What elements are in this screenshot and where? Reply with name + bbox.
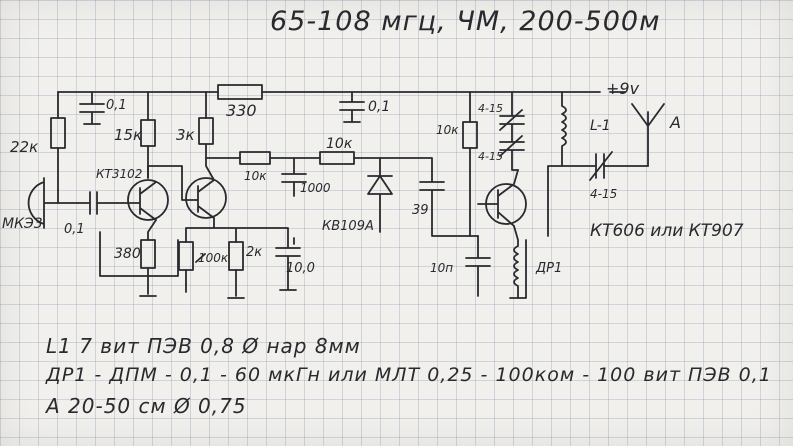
resistor-10k-b	[319, 151, 355, 165]
transistor-q2	[185, 177, 227, 219]
transistor-q2-leads	[195, 157, 215, 219]
resistor-2k-label: 2к	[246, 245, 262, 260]
cap-1000	[269, 157, 321, 197]
choke-dr1	[509, 225, 527, 299]
note-line-3: А 20-50 см Ø 0,75	[46, 394, 247, 418]
trimmer-1-label: 4-15	[478, 102, 503, 115]
resistor-3k	[198, 117, 214, 145]
transistor-q-out-leads	[477, 169, 519, 227]
resistor-3k-label: 3к	[176, 126, 195, 144]
trimmer-caps	[499, 91, 525, 171]
cap-10uf-label: 10,0	[286, 261, 315, 276]
coil-l1	[547, 91, 567, 237]
resistor-10k-a	[239, 151, 271, 165]
transistor-q1-label: КТ3102	[96, 167, 142, 181]
resistor-10k-a-label: 10к	[244, 169, 267, 183]
cap-10uf	[275, 237, 301, 291]
resistor-330-top-label: 330	[226, 101, 257, 120]
supply-label: +9v	[606, 79, 640, 98]
resistor-2k	[228, 241, 244, 271]
note-line-1: L1 7 вит ПЭВ 0,8 Ø нар 8мм	[46, 334, 361, 358]
trimmer-2-label: 4-15	[478, 150, 503, 163]
trimmer-arrows	[499, 109, 523, 157]
bypass-cap-left	[79, 91, 105, 125]
cap-1000-label: 1000	[300, 181, 331, 195]
bypass-cap-right-label: 0,1	[368, 99, 390, 115]
input-cap	[57, 189, 129, 215]
wire-q1-emitter	[147, 219, 157, 295]
resistor-22k	[50, 117, 66, 149]
bypass-cap-left-label: 0,1	[106, 98, 127, 113]
antenna-symbol	[631, 103, 665, 167]
resistor-100k-label: 100к	[198, 251, 229, 265]
cap-39	[379, 157, 479, 237]
q-out-label: КТ606 или КТ907	[590, 221, 744, 241]
varicap-label: КВ109А	[322, 219, 374, 234]
resistor-100k	[178, 241, 194, 271]
transistor-q1	[127, 179, 169, 221]
coil-label: L-1	[590, 118, 611, 134]
cap-10n-label: 10п	[430, 261, 453, 275]
page-title: 65-108 мгц, ЧМ, 200-500м	[270, 6, 661, 37]
wire-q2-emitter	[185, 217, 289, 297]
resistor-380	[140, 239, 156, 269]
transistor-q1-leads	[127, 181, 157, 221]
input-cap-label: 0,1	[64, 222, 85, 237]
cap-10n	[465, 235, 491, 297]
resistor-15k-label: 15к	[114, 126, 142, 144]
resistor-22k-label: 22к	[10, 138, 38, 156]
choke-label: ДР1	[535, 261, 562, 276]
note-line-2: ДР1 - ДПМ - 0,1 - 60 мкГн или МЛТ 0,25 -…	[46, 364, 772, 386]
resistor-15k	[140, 119, 156, 147]
wire-feedback	[99, 231, 179, 277]
microphone-symbol	[27, 177, 79, 229]
antenna-label: А	[669, 113, 681, 132]
resistor-10k-b-label: 10к	[326, 136, 353, 152]
trimmer-3	[561, 151, 649, 181]
resistor-330-top	[217, 84, 263, 100]
cap-39-label: 39	[412, 203, 429, 218]
mic-label: МКЭ3	[2, 216, 43, 232]
resistor-10k-c-label: 10к	[436, 123, 459, 137]
bypass-cap-right	[339, 91, 365, 123]
resistor-100k-arrow	[195, 253, 206, 263]
resistor-380-label: 380	[114, 246, 141, 262]
trimmer-3-label: 4-15	[590, 187, 617, 201]
resistor-10k-c	[462, 121, 478, 149]
